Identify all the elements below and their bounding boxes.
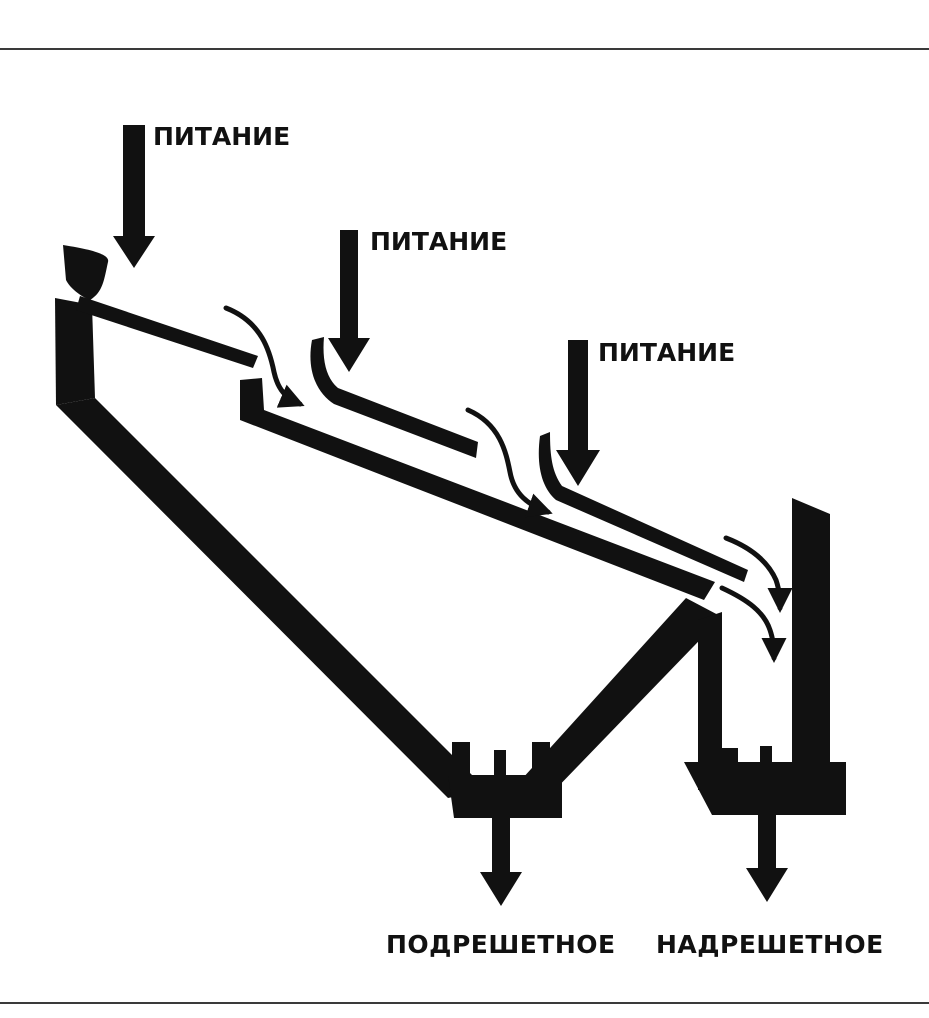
bottom-rule [0, 1002, 929, 1004]
deck-2-inlet-lip [310, 337, 478, 458]
flow-arrow-3 [723, 535, 793, 613]
oversize-discharge-lug-center [760, 746, 772, 772]
undersize-discharge-lug-left [452, 742, 470, 780]
oversize-chute-outer-wall [792, 498, 830, 790]
housing-left-funnel [56, 398, 487, 798]
undersize-output-arrow [480, 818, 522, 906]
feed-arrow-2 [328, 230, 370, 372]
deck-1 [76, 296, 258, 368]
feed-arrow-1 [113, 125, 155, 268]
undersize-discharge-lug-center [494, 750, 506, 780]
deck-3-inlet-lip [538, 432, 748, 582]
undersize-discharge-box [448, 775, 562, 818]
oversize-discharge-box [684, 762, 846, 815]
oversize-label: НАДРЕШЕТНОЕ [656, 930, 884, 959]
deck-2 [240, 378, 715, 600]
oversize-output-arrow [746, 815, 788, 902]
flow-arrow-4 [719, 585, 787, 663]
feed-label-2: ПИТАНИЕ [370, 227, 508, 256]
feed-label-1: ПИТАНИЕ [153, 122, 291, 151]
flow-arrow-2 [465, 407, 553, 518]
feed-label-3: ПИТАНИЕ [598, 338, 736, 367]
oversize-chute-inner-wall [698, 612, 722, 790]
housing-left-wall [55, 298, 95, 405]
undersize-discharge-lug-right [532, 742, 550, 780]
undersize-label: ПОДРЕШЕТНОЕ [386, 930, 616, 959]
top-rule [0, 48, 929, 50]
housing-right-funnel [512, 598, 722, 795]
deck-1-inlet-lip [63, 245, 109, 300]
oversize-discharge-lug-left [722, 748, 738, 770]
flow-arrow-1 [223, 305, 305, 408]
feed-arrow-3 [556, 340, 600, 486]
